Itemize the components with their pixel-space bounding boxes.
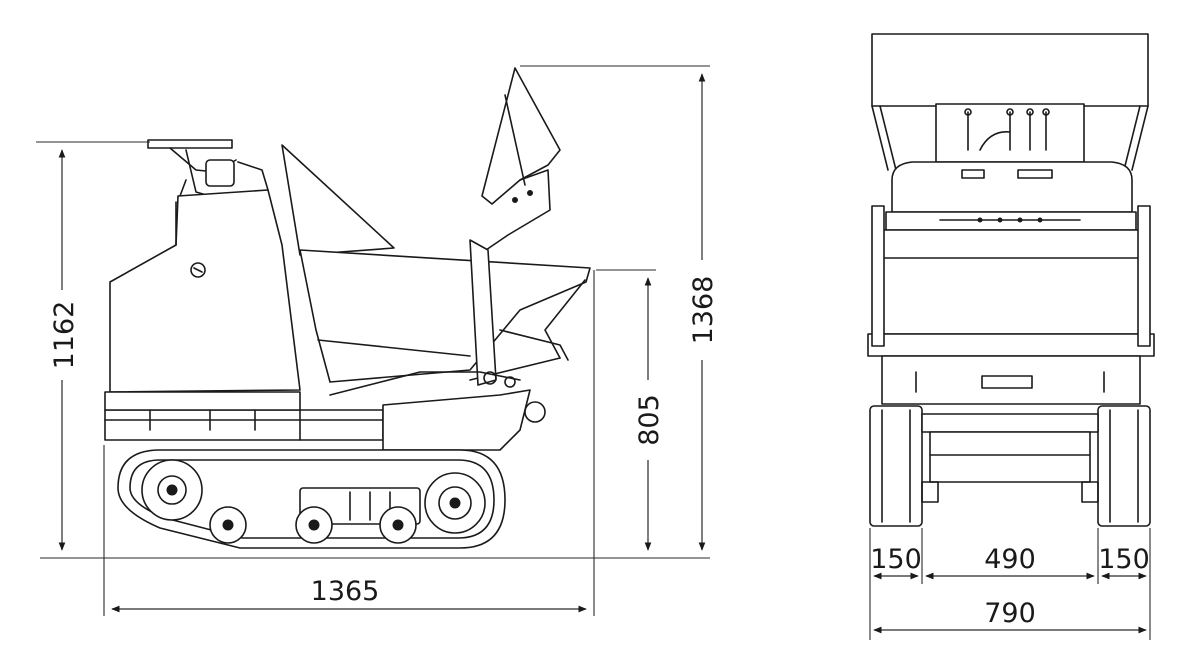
idler-wheel: [424, 472, 486, 534]
side-view: 1162 1368 805 1365: [36, 65, 720, 616]
front-bucket: [871, 33, 1149, 171]
front-control-panel: [935, 103, 1085, 163]
dimension-overall-height: 1162: [36, 141, 150, 551]
raised-bucket: [481, 67, 561, 251]
overall-width-label: 790: [984, 598, 1036, 629]
drive-sprocket: [141, 459, 203, 521]
track-gap-label: 490: [984, 544, 1036, 575]
front-engine-cover: [885, 161, 1137, 231]
steering-handle: [147, 139, 237, 197]
track-width-right-label: 150: [1098, 544, 1150, 575]
dump-height-label: 805: [634, 394, 665, 446]
track-assembly: [117, 449, 506, 549]
frame: [104, 391, 384, 441]
dimension-overall-length: 1365: [103, 270, 595, 616]
overall-length-label: 1365: [311, 576, 380, 607]
track-rollers: [209, 506, 417, 544]
front-chassis: [382, 389, 546, 451]
lift-arm: [329, 239, 569, 396]
dimension-raised-height: 1368: [520, 65, 720, 551]
engine-housing: [109, 161, 301, 393]
track-width-left-label: 150: [870, 544, 922, 575]
front-body: [867, 205, 1155, 405]
front-tracks: [869, 405, 1151, 527]
dimension-dump-height: 805: [596, 269, 666, 551]
dimension-track-widths: 150 490 150: [869, 528, 1151, 640]
raised-bucket-height-label: 1368: [688, 276, 719, 345]
dump-skip: [281, 144, 591, 383]
front-view: 150 490 150 790: [867, 33, 1155, 640]
overall-height-label: 1162: [49, 301, 80, 370]
dimension-overall-width: 790: [873, 598, 1147, 634]
